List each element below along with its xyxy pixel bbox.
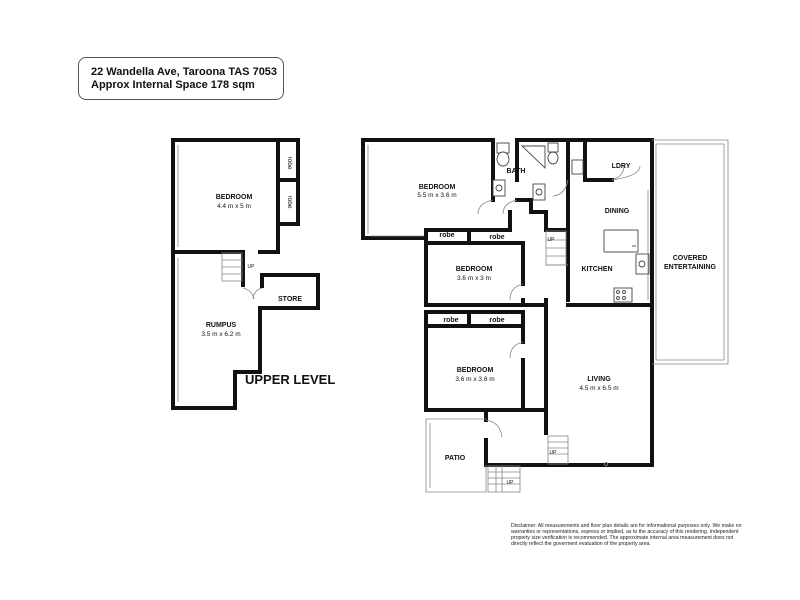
rumpus-dims: 3.5 m x 6.2 m	[201, 331, 240, 338]
covered-entertaining-label-1: COVERED	[673, 255, 708, 262]
upper-level-title: UPPER LEVEL	[245, 372, 335, 387]
lower-level-walls	[361, 138, 654, 467]
laundry-label: LDRY	[612, 163, 631, 170]
living-label: LIVING	[587, 376, 611, 383]
covered-entertaining-label-2: ENTERTAINING	[664, 264, 717, 271]
robe-d-label: robe	[489, 317, 504, 324]
lower-bedroom-1-dims: 5.5 m x 3.6 m	[417, 192, 456, 199]
stair-up-3: UP	[507, 480, 515, 486]
upper-level-walls	[171, 138, 320, 410]
upper-bedroom-label: BEDROOM	[216, 194, 253, 201]
lower-bedroom-2-dims: 3.6 m x 3 m	[457, 275, 491, 282]
robe-b-label: robe	[489, 234, 504, 241]
upper-robe-2: robe	[286, 195, 293, 208]
bath-label: BATH	[507, 168, 526, 175]
robe-a-label: robe	[439, 232, 454, 239]
lower-bedroom-3-dims: 3.6 m x 3.6 m	[455, 376, 494, 383]
dining-label: DINING	[605, 208, 630, 215]
address-box: 22 Wandella Ave, Taroona TAS 7053 Approx…	[78, 57, 284, 100]
store-label: STORE	[278, 296, 302, 303]
living-dims: 4.5 m x 6.5 m	[579, 385, 618, 392]
rumpus-label: RUMPUS	[206, 322, 237, 329]
disclaimer-text: Disclaimer: All measurements and floor p…	[511, 523, 742, 548]
stair-up-1: UP	[548, 237, 556, 243]
lower-level-details	[367, 139, 729, 493]
patio-label: PATIO	[445, 455, 466, 462]
lower-bedroom-2-label: BEDROOM	[456, 266, 493, 273]
address-text: 22 Wandella Ave, Taroona TAS 7053	[91, 66, 278, 78]
lower-bedroom-3-label: BEDROOM	[457, 367, 494, 374]
kitchen-label: KITCHEN	[581, 266, 612, 273]
robe-c-label: robe	[443, 317, 458, 324]
upper-robe-1: robe	[286, 156, 293, 169]
area-text: Approx Internal Space 178 sqm	[91, 79, 255, 91]
lower-bedroom-1-label: BEDROOM	[419, 184, 456, 191]
upper-level-details	[177, 145, 263, 402]
upper-stair-up: UP	[248, 264, 256, 270]
stair-up-2: UP	[550, 450, 558, 456]
upper-bedroom-dims: 4.4 m x 5 m	[217, 203, 251, 210]
